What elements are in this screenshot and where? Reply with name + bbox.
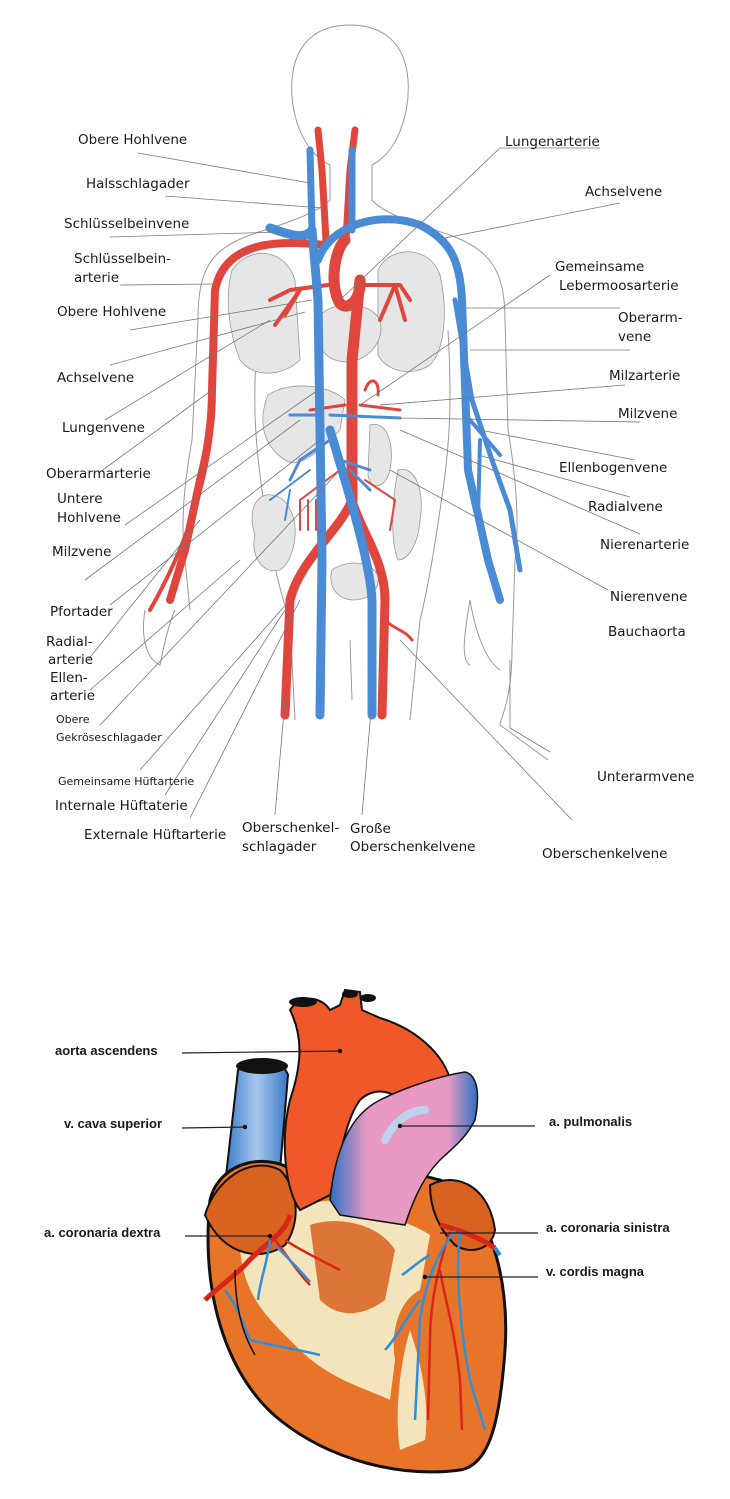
label-oberschenkelschlagader-l1: Oberschenkel- — [242, 820, 339, 836]
left-axillary-brachial — [314, 215, 504, 604]
label-radialvene: Radialvene — [588, 499, 663, 515]
label-bauchaorta: Bauchaorta — [608, 624, 686, 640]
label-obere-hohlvene-2: Obere Hohlvene — [57, 304, 166, 320]
left-femoral-vein — [325, 425, 377, 720]
label-oberschenkelschlagader-l2: schlagader — [242, 839, 317, 855]
right-subclavian-brachial — [166, 238, 329, 604]
label-unterarmvene: Unterarmvene — [597, 769, 694, 785]
label-gemeinsame-lebermoosarterie-l1: Gemeinsame — [555, 259, 644, 275]
label-aorta-ascendens: aorta ascendens — [55, 1043, 158, 1058]
right-iliac — [280, 495, 357, 720]
label-oberarmvene-l1: Oberarm- — [618, 310, 683, 326]
label-schluesselbeinvene: Schlüsselbeinvene — [64, 216, 189, 232]
right-labels: Lungenarterie Achselvene Gemeinsame Lebe… — [505, 134, 694, 785]
label-pfortader: Pfortader — [50, 604, 113, 620]
label-a-coronaria-sinistra: a. coronaria sinistra — [546, 1220, 670, 1235]
label-lungenvene: Lungenvene — [62, 420, 145, 436]
label-obere-gekroeseschlagader-l1: Obere — [56, 713, 90, 726]
label-lungenarterie: Lungenarterie — [505, 134, 600, 150]
coronary-vessels — [203, 1214, 502, 1431]
right-lung — [227, 253, 301, 374]
vena-cava — [265, 223, 327, 720]
label-oberarmvene-l2: vene — [618, 329, 651, 345]
label-v-cordis-magna: v. cordis magna — [546, 1264, 645, 1279]
bottom-labels: Oberschenkel- schlagader Große Oberschen… — [242, 820, 667, 862]
label-externale-hueftarterie: Externale Hüftarterie — [84, 827, 226, 843]
label-v-cava-superior: v. cava superior — [64, 1116, 162, 1131]
label-schluesselbeinarterie-l1: Schlüsselbein- — [74, 251, 171, 267]
arteries — [148, 126, 414, 720]
label-achselvene-right: Achselvene — [585, 184, 662, 200]
label-ellenarterie-l2: arterie — [50, 688, 95, 704]
label-oberschenkelvene: Oberschenkelvene — [542, 846, 667, 862]
heart-labels: aorta ascendens v. cava superior a. coro… — [44, 1043, 670, 1279]
label-nierenvene: Nierenvene — [610, 589, 687, 605]
label-gemeinsame-lebermoosarterie-l2: Lebermoosarterie — [559, 278, 679, 294]
label-internale-hueftarterie: Internale Hüftaterie — [55, 798, 188, 814]
label-schluesselbeinarterie-l2: arterie — [74, 270, 119, 286]
label-achselvene-left: Achselvene — [57, 370, 134, 386]
veins — [265, 146, 523, 720]
circulatory-system-diagram: Obere Hohlvene Halsschlagader Schlüsselb… — [46, 24, 694, 862]
label-a-pulmonalis: a. pulmonalis — [549, 1114, 632, 1129]
left-lung — [377, 251, 445, 372]
heart-illustration — [203, 988, 508, 1474]
heart-leader-lines — [181, 1048, 538, 1280]
label-nierenarterie: Nierenarterie — [600, 537, 689, 553]
label-milzvene-right: Milzvene — [618, 406, 677, 422]
label-oberarmarterie: Oberarmarterie — [46, 466, 151, 482]
right-atrium — [203, 1164, 297, 1255]
label-radialarterie-l2: arterie — [48, 652, 93, 668]
label-ellenbogenvene: Ellenbogenvene — [559, 460, 667, 476]
label-milzarterie: Milzarterie — [609, 368, 680, 384]
label-radialarterie-l1: Radial- — [46, 634, 93, 650]
left-pulmonary — [358, 283, 412, 322]
label-untere-hohlvene-l2: Hohlvene — [57, 510, 121, 526]
label-obere-gekroeseschlagader-l2: Gekröseschlagader — [56, 731, 162, 744]
pulmonary-artery-vessel — [329, 1071, 479, 1226]
label-grosse-oberschenkelvene-l1: Große — [350, 821, 391, 837]
leader-lines — [84, 147, 641, 821]
label-ellenarterie-l1: Ellen- — [50, 670, 88, 686]
aorta-vessel — [283, 988, 454, 1212]
label-gemeinsame-hueftarterie: Gemeinsame Hüftarterie — [58, 775, 194, 788]
label-grosse-oberschenkelvene-l2: Oberschenkelvene — [350, 839, 475, 855]
label-milzvene-left: Milzvene — [52, 544, 111, 560]
label-halsschlagader: Halsschlagader — [86, 176, 190, 192]
left-labels: Obere Hohlvene Halsschlagader Schlüsselb… — [46, 132, 226, 843]
label-obere-hohlvene-1: Obere Hohlvene — [78, 132, 187, 148]
label-untere-hohlvene-l1: Untere — [57, 491, 103, 507]
right-carotid — [314, 126, 330, 244]
label-a-coronaria-dextra: a. coronaria dextra — [44, 1225, 161, 1240]
body-outline — [142, 24, 549, 761]
